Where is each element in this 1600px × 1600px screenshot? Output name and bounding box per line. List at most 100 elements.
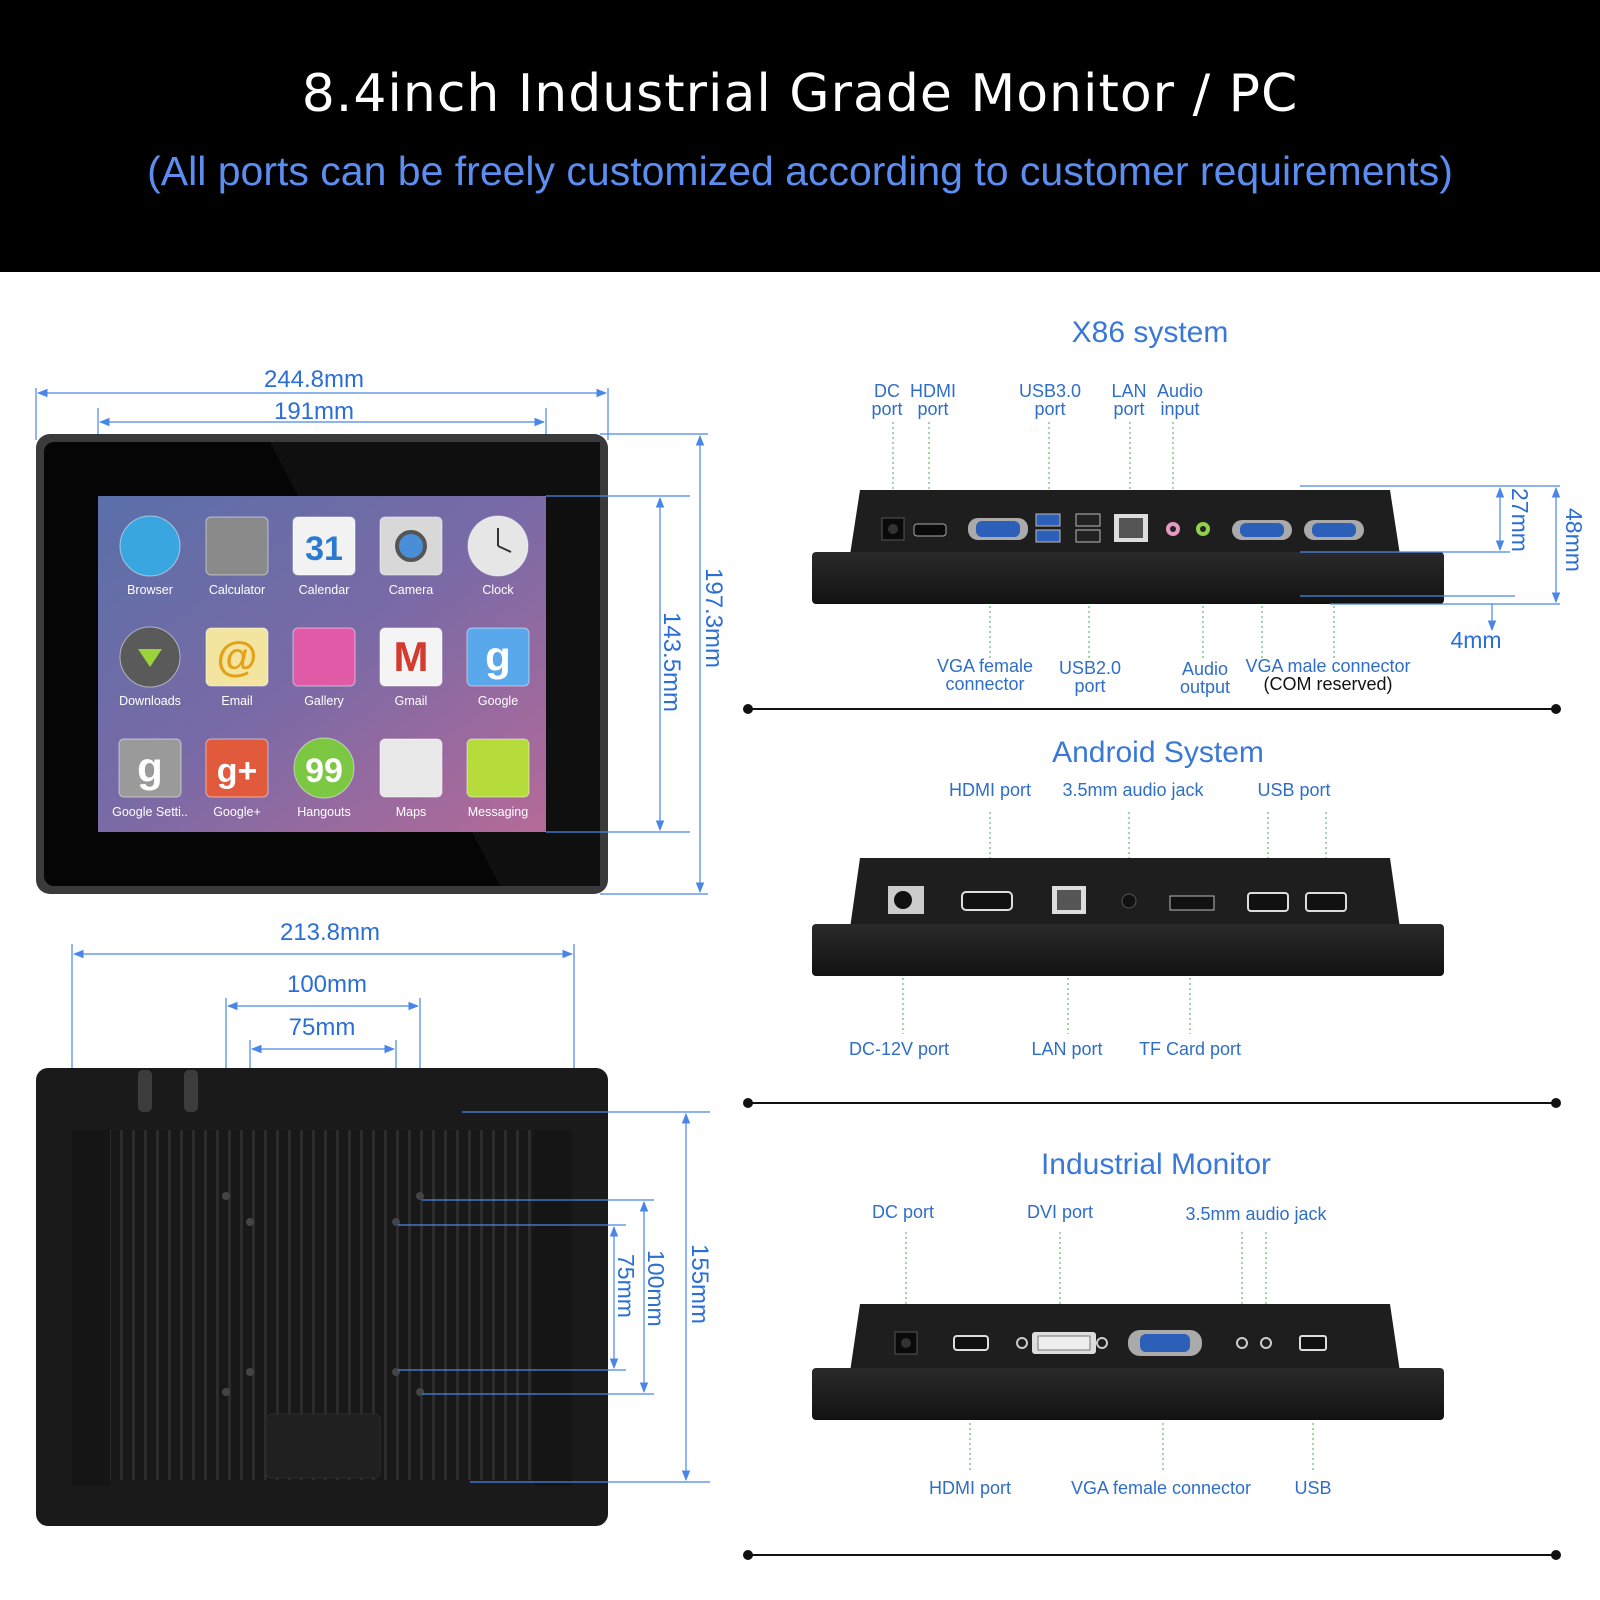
- app-label: Google Setti..: [112, 805, 188, 819]
- globe-icon: [119, 515, 181, 577]
- app-label: Google: [478, 694, 518, 708]
- gmail-icon: [379, 627, 443, 687]
- app-tile-maps[interactable]: Maps: [379, 738, 443, 819]
- app-label: Browser: [127, 583, 173, 597]
- dim-screen-height: 143.5mm: [658, 612, 685, 712]
- android-label-hdmi: HDMI port: [949, 780, 1031, 800]
- x86-label-hdmi: HDMI: [910, 381, 956, 401]
- dim-bezel: 4mm: [1450, 627, 1501, 653]
- android-device: [812, 858, 1444, 976]
- app-glyph: g: [485, 633, 511, 680]
- x86-top-labels: DC port HDMI port USB3.0 port LAN port A…: [871, 381, 1203, 419]
- app-label: Google+: [213, 805, 261, 819]
- antenna-connector: [184, 1070, 198, 1112]
- app-tile-google[interactable]: g+Google+: [205, 738, 269, 819]
- x86-label-dc-2: port: [871, 399, 902, 419]
- dim-vesa-100: 100mm: [287, 971, 367, 998]
- x86-title: X86 system: [1072, 316, 1229, 349]
- monitor-device: [812, 1304, 1444, 1420]
- usb2-port-icon: [1075, 529, 1101, 543]
- google-settings-icon: [118, 738, 182, 798]
- monitor-label-dvi: DVI port: [1027, 1202, 1093, 1222]
- industrial-monitor-section: Industrial Monitor DC port DVI port 3.5m…: [743, 1148, 1561, 1560]
- download-arrow: [138, 649, 162, 667]
- app-tile-email[interactable]: @Email: [205, 627, 269, 708]
- vesa-hole: [222, 1388, 230, 1396]
- monitor-label-audio-jack: 3.5mm audio jack: [1185, 1204, 1327, 1224]
- industrial-monitor-title: Industrial Monitor: [1041, 1148, 1271, 1181]
- x86-label-usb3-2: port: [1034, 399, 1065, 419]
- section-divider: [743, 1550, 1561, 1560]
- x86-label-audio-in-2: input: [1160, 399, 1199, 419]
- vesa-hole: [392, 1368, 400, 1376]
- x86-label-audio-out-2: output: [1180, 677, 1230, 697]
- vesa-hole: [416, 1388, 424, 1396]
- gallery-icon: [292, 627, 356, 687]
- app-glyph: M: [394, 633, 429, 680]
- app-label: Gallery: [304, 694, 344, 708]
- email-icon: [205, 627, 269, 687]
- x86-label-usb2-2: port: [1074, 676, 1105, 696]
- dim-back-height: 155mm: [686, 1244, 713, 1324]
- dim-inner-depth: 27mm: [1507, 488, 1533, 552]
- x86-section: X86 system DC port HDMI port USB3.0 port…: [743, 316, 1587, 714]
- x86-device: [812, 490, 1444, 604]
- monitor-label-usb: USB: [1294, 1478, 1331, 1498]
- x86-label-dc: DC: [874, 381, 900, 401]
- section-divider: [743, 1098, 1561, 1108]
- app-label: Clock: [482, 583, 514, 597]
- vesa-hole: [416, 1192, 424, 1200]
- x86-label-audio-in: Audio: [1157, 381, 1203, 401]
- usb3-port-icon: [1035, 529, 1061, 543]
- usb-port-icon: [1299, 1335, 1327, 1351]
- google-icon: [466, 627, 530, 687]
- app-glyph: 99: [305, 752, 343, 790]
- vesa-hole: [246, 1218, 254, 1226]
- app-tile-camera[interactable]: Camera: [379, 516, 443, 597]
- dim-vesa-75-vertical: 75mm: [613, 1254, 639, 1318]
- android-label-usb: USB port: [1257, 780, 1330, 800]
- audio-jack-icon: [1121, 893, 1137, 909]
- monitor-label-hdmi: HDMI port: [929, 1478, 1011, 1498]
- app-tile-clock[interactable]: Clock: [467, 515, 529, 597]
- monitor-label-dc: DC port: [872, 1202, 934, 1222]
- page-subtitle: (All ports can be freely customized acco…: [147, 148, 1453, 194]
- hdmi-port-icon: [913, 523, 947, 537]
- calculator-icon: [205, 516, 269, 576]
- vesa-hole: [392, 1218, 400, 1226]
- label-plate: [265, 1413, 381, 1479]
- usb3-port-icon: [1035, 513, 1061, 527]
- monitor-label-vga: VGA female connector: [1071, 1478, 1251, 1498]
- audio-jack-icon: [1260, 1337, 1272, 1349]
- hdmi-port-icon: [953, 1335, 989, 1351]
- camera-lens: [395, 530, 427, 562]
- x86-label-vga-male: VGA male connector: [1245, 656, 1410, 676]
- dim-outer-height: 197.3mm: [700, 568, 727, 668]
- app-tile-messaging[interactable]: Messaging: [466, 738, 530, 819]
- app-tile-browser[interactable]: Browser: [119, 515, 181, 597]
- app-tile-downloads[interactable]: Downloads: [119, 626, 181, 708]
- back-view: 213.8mm 100mm 75mm 75mm 100: [36, 919, 713, 1526]
- x86-label-audio-out: Audio: [1182, 659, 1228, 679]
- audio-jack-icon: [1236, 1337, 1248, 1349]
- android-title: Android System: [1052, 736, 1264, 769]
- x86-label-lan: LAN: [1111, 381, 1146, 401]
- x86-label-com-reserved: (COM reserved): [1263, 674, 1392, 694]
- app-tile-gallery[interactable]: Gallery: [292, 627, 356, 708]
- usb-port-icon: [1305, 892, 1347, 912]
- app-glyph: 31: [305, 530, 343, 568]
- side-fins-left: [72, 1130, 110, 1486]
- dim-outer-width: 244.8mm: [264, 366, 364, 393]
- maps-icon: [379, 738, 443, 798]
- dim-vesa-75: 75mm: [289, 1014, 356, 1041]
- usb2-port-icon: [1075, 513, 1101, 527]
- app-tile-calculator[interactable]: Calculator: [205, 516, 269, 597]
